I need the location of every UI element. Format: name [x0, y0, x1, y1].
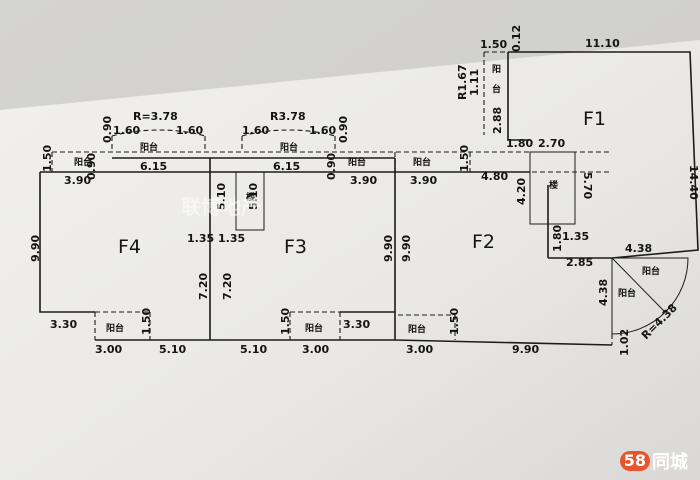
balcony-label-f4-bottom: 阳台: [106, 322, 124, 334]
dim-f4-090b: 0.90: [85, 153, 98, 180]
balcony-label-q1: 阳台: [642, 265, 660, 277]
radius-left: R=3.78: [133, 110, 178, 123]
dim-v990-left: 9.90: [29, 235, 42, 262]
dim-h135-a: 1.35: [187, 232, 214, 245]
dim-v102: 1.02: [618, 329, 631, 356]
room-label-f2: F2: [472, 231, 495, 253]
stair-label-center: 楼: [246, 191, 255, 203]
balcony-label-f4-left: 阳台: [74, 156, 92, 168]
dim-b510-b: 5.10: [240, 343, 267, 356]
balcony-char-2: 台: [492, 83, 501, 95]
dim-v438: 4.38: [597, 279, 610, 306]
dim-h570: 5.70: [581, 172, 594, 199]
dim-v510-a: 5.10: [215, 183, 228, 210]
dim-f4-160b: 1.60: [176, 124, 203, 137]
balcony-label-q2: 阳台: [618, 287, 636, 299]
dim-v1440: 14.40: [687, 165, 700, 200]
dim-v720-a: 7.20: [197, 273, 210, 300]
dim-v720-b: 7.20: [221, 273, 234, 300]
radius-r167: R1.67: [456, 64, 469, 100]
dim-f4-150: 1.50: [41, 145, 54, 172]
dim-h180b: 1.80: [551, 225, 564, 252]
dim-b300-left: 3.00: [95, 343, 122, 356]
dim-f2-150: 1.50: [458, 145, 471, 172]
dim-top-1110: 11.10: [585, 37, 620, 50]
dim-h270: 2.70: [538, 137, 565, 150]
dim-v288: 2.88: [491, 107, 504, 134]
dim-b150-right: 1.50: [448, 308, 461, 335]
radius-mid: R3.78: [270, 110, 306, 123]
f1-outer-dash: [483, 51, 508, 135]
balcony-label-f3-bottom: 阳台: [305, 322, 323, 334]
dim-f3-160b: 1.60: [309, 124, 336, 137]
balcony-label-f2-top: 阳台: [413, 156, 431, 168]
dim-v990-mid: 9.90: [382, 235, 395, 262]
f1-outline: [507, 51, 699, 259]
room-label-f4: F4: [118, 236, 141, 258]
dim-h180: 1.80: [506, 137, 533, 150]
dim-h420: 4.20: [515, 178, 528, 205]
dim-b330-left: 3.30: [50, 318, 77, 331]
dim-f3-615: 6.15: [273, 160, 300, 173]
watermark: 联博地产: [181, 195, 261, 219]
bottom-balcony-dash: [94, 311, 456, 340]
dim-f4-160a: 1.60: [113, 124, 140, 137]
dim-b510-a: 5.10: [159, 343, 186, 356]
stair-label-f1: 楼: [549, 179, 558, 191]
dim-h285: 2.85: [566, 256, 593, 269]
quarter-balcony-diagonal: [611, 257, 666, 313]
dim-f4-090: 0.90: [101, 116, 114, 143]
dim-v111: 1.11: [468, 69, 481, 96]
dim-f4-390: 3.90: [64, 174, 91, 187]
balcony-label-f3-top: 阳台: [280, 141, 298, 153]
brand-logo: 58 同城: [619, 448, 688, 474]
dim-b150-mid: 1.50: [279, 308, 292, 335]
room-label-f3: F3: [284, 236, 307, 258]
dim-b150-left: 1.50: [140, 308, 153, 335]
brand-logo-text: 同城: [652, 452, 688, 473]
stair-box-center: [235, 171, 265, 231]
dim-f3-090b: 0.90: [325, 153, 338, 180]
dim-top-012: 0.12: [510, 25, 523, 52]
dim-f2-390: 3.90: [410, 174, 437, 187]
paper-shadow: [0, 0, 700, 110]
quarter-balcony: [611, 257, 689, 335]
main-outline: [39, 158, 613, 346]
dim-f3-090: 0.90: [337, 116, 350, 143]
balcony-label-f2-bottom: 阳台: [408, 323, 426, 335]
dim-h438: 4.38: [625, 242, 652, 255]
balcony-char-1: 阳: [492, 64, 501, 75]
dim-b300-mid: 3.00: [302, 343, 329, 356]
dim-top-150: 1.50: [480, 38, 507, 51]
balcony-label-f3-right: 阳台: [348, 156, 366, 168]
dim-h135: 1.35: [562, 230, 589, 243]
dim-f3-160a: 1.60: [242, 124, 269, 137]
room-label-f1: F1: [583, 108, 606, 130]
dim-v990-right: 9.90: [400, 235, 413, 262]
top-balcony-dash: [51, 129, 612, 173]
dim-b330-mid: 3.30: [343, 318, 370, 331]
dim-f3-390: 3.90: [350, 174, 377, 187]
dim-b300-right: 3.00: [406, 343, 433, 356]
dim-f4-615: 6.15: [140, 160, 167, 173]
dim-v510-b: 5.10: [247, 183, 260, 210]
dim-h135-b: 1.35: [218, 232, 245, 245]
brand-logo-mark: 58: [619, 451, 650, 471]
dim-h480: 4.80: [481, 170, 508, 183]
dim-b990: 9.90: [512, 343, 539, 356]
balcony-label-f4-top: 阳台: [140, 141, 158, 153]
